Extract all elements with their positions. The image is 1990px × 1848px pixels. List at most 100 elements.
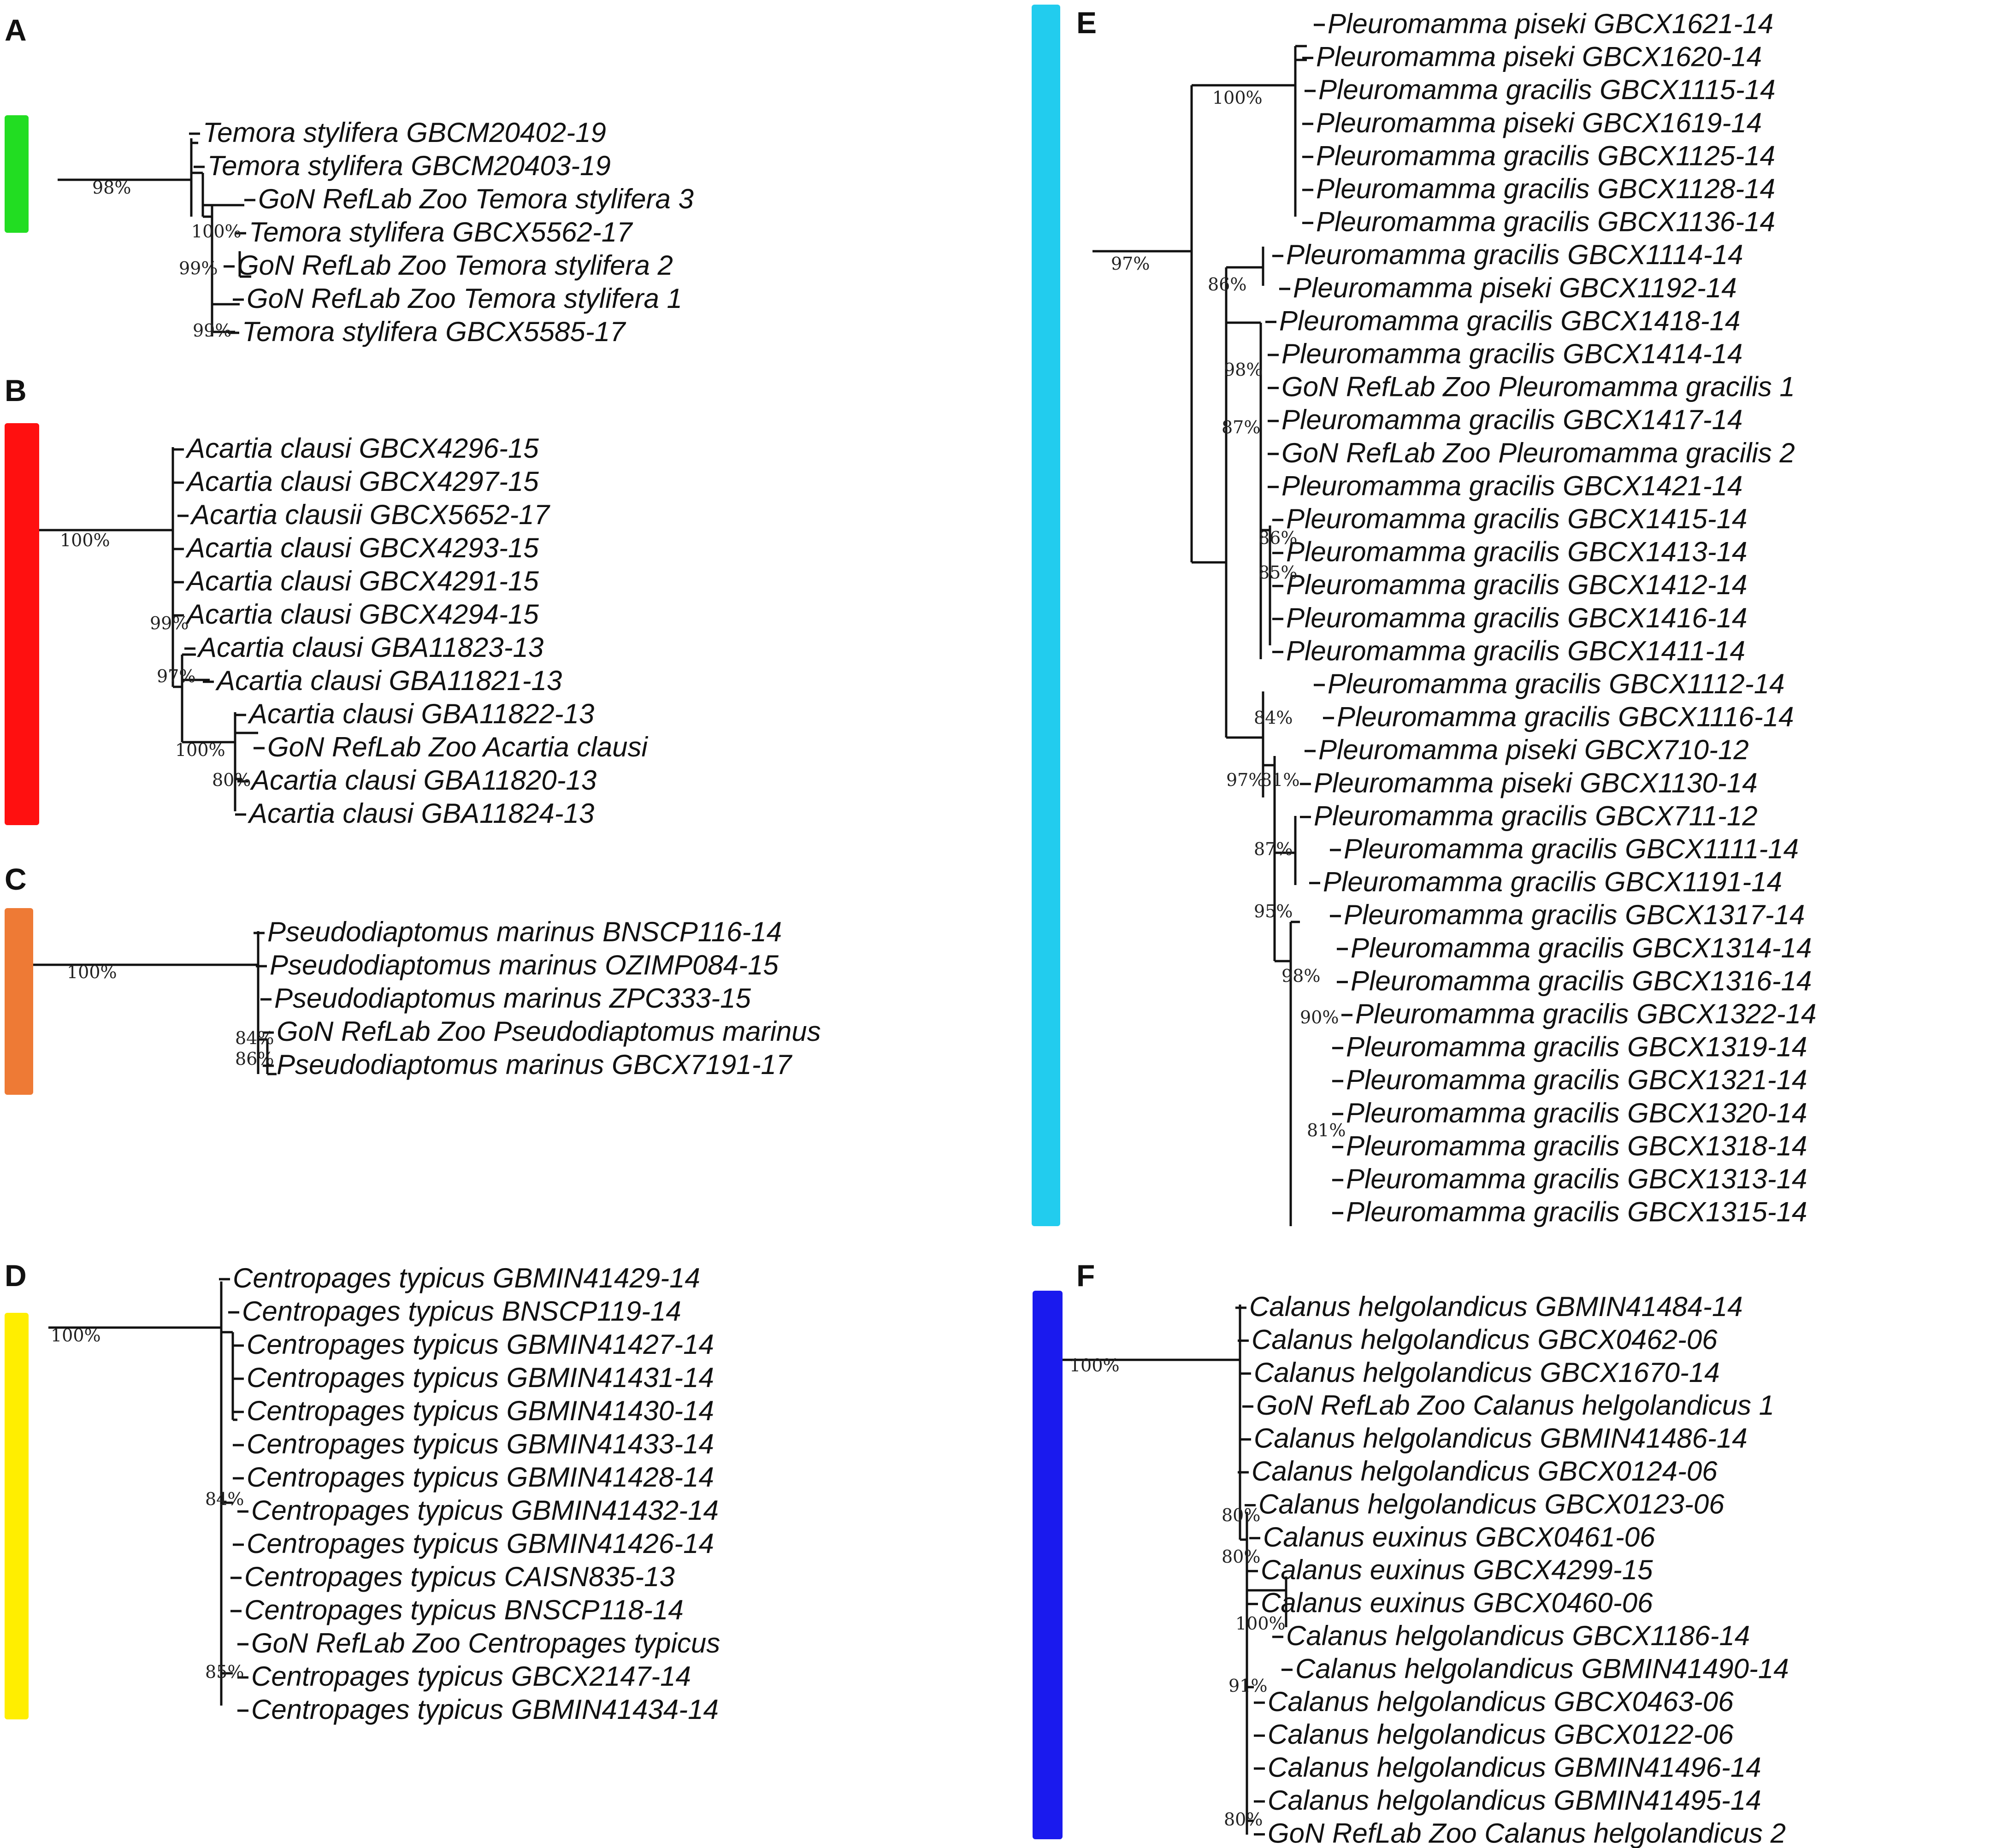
support-value: 86% bbox=[1258, 528, 1297, 548]
taxon-label: Acartia clausi GBA11820-13 bbox=[250, 765, 596, 796]
color-bar-F bbox=[1033, 1291, 1063, 1839]
taxon-label: Pseudodiaptomus marinus GBCX7191-17 bbox=[277, 1049, 793, 1080]
taxon-label: Centropages typicus GBMIN41433-14 bbox=[247, 1429, 714, 1459]
color-bar-E bbox=[1032, 5, 1060, 1226]
panel-letter-E: E bbox=[1076, 6, 1097, 40]
taxon-label: Pleuromamma piseki GBCX1619-14 bbox=[1316, 107, 1762, 138]
taxon-label: Calanus helgolandicus GBCX0122-06 bbox=[1268, 1719, 1734, 1750]
support-value: 97% bbox=[1111, 254, 1150, 274]
taxon-label: Pleuromamma gracilis GBCX1316-14 bbox=[1351, 965, 1812, 996]
taxon-label: Centropages typicus GBMIN41427-14 bbox=[247, 1329, 714, 1360]
taxon-label: Pleuromamma gracilis GBCX1317-14 bbox=[1344, 899, 1805, 930]
taxon-label: Pleuromamma gracilis GBCX711-12 bbox=[1314, 800, 1758, 831]
taxon-label: Pleuromamma gracilis GBCX1322-14 bbox=[1355, 998, 1816, 1029]
color-bar-C bbox=[5, 908, 33, 1095]
taxon-label: Pleuromamma gracilis GBCX1320-14 bbox=[1346, 1098, 1807, 1128]
taxon-label: Pleuromamma gracilis GBCX1411-14 bbox=[1286, 635, 1745, 666]
taxon-label: Pleuromamma gracilis GBCX1418-14 bbox=[1279, 305, 1740, 336]
color-bar-B bbox=[5, 423, 39, 825]
taxon-label: Calanus helgolandicus GBCX0124-06 bbox=[1252, 1456, 1718, 1487]
taxon-label: Pleuromamma gracilis GBCX1321-14 bbox=[1346, 1064, 1807, 1095]
taxon-label: Acartia clausi GBCX4294-15 bbox=[185, 599, 539, 630]
taxon-label: Acartia clausi GBCX4291-15 bbox=[185, 566, 539, 596]
taxon-label: Temora stylifera GBCX5585-17 bbox=[242, 316, 626, 347]
taxon-label: Pleuromamma gracilis GBCX1116-14 bbox=[1337, 702, 1794, 732]
taxon-label: GoN RefLab Zoo Temora stylifera 1 bbox=[247, 283, 682, 314]
taxon-label: Pleuromamma gracilis GBCX1414-14 bbox=[1281, 338, 1742, 369]
support-value: 86% bbox=[1208, 274, 1246, 295]
support-value: 84% bbox=[205, 1489, 244, 1509]
taxon-label: Pleuromamma gracilis GBCX1421-14 bbox=[1281, 470, 1742, 501]
taxon-label: Pleuromamma gracilis GBCX1415-14 bbox=[1286, 503, 1747, 534]
taxon-label: Centropages typicus GBMIN41426-14 bbox=[247, 1528, 714, 1559]
panel-letter-F: F bbox=[1076, 1258, 1095, 1293]
taxon-label: Acartia clausi GBCX4297-15 bbox=[185, 466, 539, 497]
taxon-label: GoN RefLab Zoo Pseudodiaptomus marinus bbox=[277, 1016, 821, 1047]
panel-letter-B: B bbox=[5, 373, 27, 407]
taxon-label: Pleuromamma gracilis GBCX1318-14 bbox=[1346, 1130, 1807, 1161]
support-value: 99% bbox=[150, 613, 189, 633]
taxon-label: Pleuromamma piseki GBCX1192-14 bbox=[1293, 272, 1737, 303]
support-value: 81% bbox=[1307, 1120, 1346, 1140]
support-value: 86% bbox=[235, 1049, 274, 1069]
support-value: 80% bbox=[1224, 1809, 1263, 1830]
taxon-label: Pleuromamma gracilis GBCX1416-14 bbox=[1286, 602, 1747, 633]
taxon-label: Acartia clausii GBCX5652-17 bbox=[190, 499, 551, 530]
taxon-label: Pleuromamma piseki GBCX1621-14 bbox=[1328, 8, 1773, 39]
taxon-label: Calanus euxinus GBCX0460-06 bbox=[1261, 1588, 1653, 1618]
taxon-label: Pleuromamma gracilis GBCX1111-14 bbox=[1344, 833, 1799, 864]
taxon-label: Temora stylifera GBCM20402-19 bbox=[203, 117, 606, 148]
taxon-label: Pseudodiaptomus marinus ZPC333-15 bbox=[274, 983, 751, 1014]
support-value: 90% bbox=[1300, 1007, 1339, 1027]
taxon-label: Calanus helgolandicus GBCX1186-14 bbox=[1286, 1620, 1750, 1651]
taxon-label: Pleuromamma gracilis GBCX1136-14 bbox=[1316, 207, 1775, 237]
taxon-label: Centropages typicus BNSCP118-14 bbox=[244, 1594, 684, 1625]
taxon-label: Pseudodiaptomus marinus OZIMP084-15 bbox=[270, 950, 779, 980]
support-value: 87% bbox=[1254, 839, 1293, 859]
taxon-label: Pleuromamma gracilis GBCX1128-14 bbox=[1316, 173, 1775, 204]
taxon-label: Pleuromamma piseki GBCX1130-14 bbox=[1314, 768, 1758, 798]
support-value: 87% bbox=[1222, 417, 1260, 437]
taxon-label: GoN RefLab Zoo Centropages typicus bbox=[251, 1628, 720, 1659]
taxon-label: Calanus helgolandicus GBCX1670-14 bbox=[1254, 1357, 1720, 1388]
support-value: 98% bbox=[1224, 360, 1263, 380]
taxon-label: Pleuromamma gracilis GBCX1417-14 bbox=[1281, 404, 1742, 435]
taxon-label: Pleuromamma gracilis GBCX1413-14 bbox=[1286, 537, 1747, 567]
support-value: 99% bbox=[193, 320, 231, 341]
taxon-label: Calanus euxinus GBCX0461-06 bbox=[1263, 1522, 1655, 1553]
taxon-label: Calanus helgolandicus GBCX0463-06 bbox=[1268, 1686, 1734, 1717]
taxon-label: Calanus helgolandicus GBMIN41495-14 bbox=[1268, 1785, 1761, 1816]
support-value: 97% bbox=[1226, 770, 1265, 790]
taxon-label: Pseudodiaptomus marinus BNSCP116-14 bbox=[267, 916, 782, 947]
support-value: 98% bbox=[92, 177, 131, 198]
support-value: 98% bbox=[1281, 966, 1320, 986]
taxon-label: Acartia clausi GBCX4293-15 bbox=[185, 532, 539, 563]
taxon-label: Centropages typicus GBMIN41430-14 bbox=[247, 1395, 714, 1426]
taxon-label: Pleuromamma gracilis GBCX1314-14 bbox=[1351, 933, 1812, 963]
taxon-label: Pleuromamma gracilis GBCX1315-14 bbox=[1346, 1197, 1807, 1228]
support-value: 100% bbox=[51, 1325, 101, 1346]
panel-letter-C: C bbox=[5, 862, 27, 896]
taxon-label: GoN RefLab Zoo Calanus helgolandicus 2 bbox=[1268, 1818, 1786, 1848]
taxon-label: GoN RefLab Zoo Temora stylifera 2 bbox=[237, 250, 673, 281]
color-bar-A bbox=[5, 115, 29, 233]
support-value: 99% bbox=[179, 258, 218, 278]
taxon-label: Acartia clausi GBCX4296-15 bbox=[185, 433, 539, 464]
taxon-label: Pleuromamma piseki GBCX1620-14 bbox=[1316, 41, 1762, 72]
support-value: 85% bbox=[205, 1662, 244, 1682]
taxon-label: Calanus euxinus GBCX4299-15 bbox=[1261, 1554, 1653, 1585]
taxon-label: Centropages typicus BNSCP119-14 bbox=[242, 1296, 681, 1327]
taxon-label: Calanus helgolandicus GBMIN41486-14 bbox=[1254, 1423, 1748, 1454]
support-value: 95% bbox=[1254, 901, 1293, 921]
taxon-label: Centropages typicus GBMIN41432-14 bbox=[251, 1495, 719, 1526]
support-value: 100% bbox=[1235, 1613, 1286, 1634]
taxon-label: Pleuromamma gracilis GBCX1125-14 bbox=[1316, 140, 1775, 171]
taxon-label: Pleuromamma gracilis GBCX1412-14 bbox=[1286, 569, 1747, 600]
support-value: 100% bbox=[60, 530, 110, 550]
taxon-label: Pleuromamma gracilis GBCX1313-14 bbox=[1346, 1163, 1807, 1194]
